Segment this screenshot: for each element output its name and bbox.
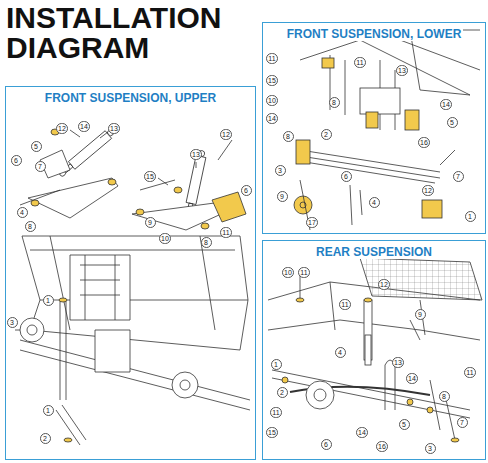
callout-number: 12 bbox=[220, 129, 232, 140]
callout-number: 15 bbox=[266, 427, 278, 438]
callout-number: 12 bbox=[378, 279, 390, 290]
callout-number: 11 bbox=[220, 227, 231, 238]
callout-number: 9 bbox=[145, 217, 156, 228]
callout-number: 8 bbox=[329, 97, 340, 108]
callout-number: 5 bbox=[447, 117, 458, 128]
panel-heading: FRONT SUSPENSION, LOWER bbox=[285, 27, 464, 41]
callout-number: 8 bbox=[201, 237, 212, 248]
panel-heading: REAR SUSPENSION bbox=[314, 245, 434, 259]
callout-number: 5 bbox=[399, 419, 410, 430]
panel-heading-row: FRONT SUSPENSION, LOWER bbox=[263, 27, 485, 41]
panel-heading-row: REAR SUSPENSION bbox=[263, 245, 485, 259]
callout-number: 16 bbox=[418, 137, 430, 148]
callout-number: 2 bbox=[40, 433, 51, 444]
callout-number: 1 bbox=[43, 405, 54, 416]
callout-number: 1 bbox=[271, 359, 282, 370]
callout-number: 14 bbox=[440, 99, 452, 110]
callout-number: 13 bbox=[108, 123, 120, 134]
callout-number: 7 bbox=[457, 417, 468, 428]
callout-number: 3 bbox=[275, 165, 286, 176]
callout-number: 16 bbox=[376, 441, 388, 452]
panel-heading: FRONT SUSPENSION, UPPER bbox=[43, 91, 218, 105]
callout-number: 11 bbox=[354, 57, 365, 68]
callout-number: 6 bbox=[321, 439, 332, 450]
callout-number: 2 bbox=[277, 387, 288, 398]
callout-number: 6 bbox=[241, 185, 252, 196]
callout-number: 10 bbox=[266, 95, 278, 106]
callout-number: 11 bbox=[270, 407, 281, 418]
callout-number: 4 bbox=[335, 347, 346, 358]
callout-number: 8 bbox=[439, 391, 450, 402]
callout-number: 12 bbox=[422, 185, 434, 196]
callout-number: 7 bbox=[453, 171, 464, 182]
callout-number: 15 bbox=[266, 75, 278, 86]
diagram-title: INSTALLATION DIAGRAM bbox=[6, 3, 256, 63]
callout-number: 14 bbox=[406, 373, 418, 384]
callout-number: 4 bbox=[369, 197, 380, 208]
callout-number: 1 bbox=[43, 295, 54, 306]
suspension-panel: FRONT SUSPENSION, UPPER bbox=[5, 86, 256, 460]
callout-number: 13 bbox=[392, 357, 404, 368]
callout-number: 17 bbox=[306, 217, 318, 228]
callout-number: 3 bbox=[7, 317, 18, 328]
callout-number: 7 bbox=[35, 161, 46, 172]
callout-number: 11 bbox=[266, 53, 277, 64]
callout-number: 11 bbox=[339, 299, 350, 310]
callout-number: 6 bbox=[11, 155, 22, 166]
callout-number: 9 bbox=[277, 191, 288, 202]
callout-number: 2 bbox=[321, 129, 332, 140]
panel-heading-row: FRONT SUSPENSION, UPPER bbox=[6, 91, 255, 105]
callout-number: 11 bbox=[464, 367, 475, 378]
callout-number: 12 bbox=[56, 123, 68, 134]
callout-number: 13 bbox=[190, 149, 202, 160]
suspension-panel: REAR SUSPENSION bbox=[262, 240, 486, 460]
callout-number: 14 bbox=[78, 121, 90, 132]
callout-number: 10 bbox=[159, 233, 171, 244]
callout-number: 1 bbox=[465, 211, 476, 222]
callout-number: 8 bbox=[25, 221, 36, 232]
callout-number: 5 bbox=[31, 141, 42, 152]
callout-number: 6 bbox=[341, 171, 352, 182]
callout-number: 14 bbox=[356, 427, 368, 438]
callout-number: 4 bbox=[17, 207, 28, 218]
callout-number: 8 bbox=[283, 131, 294, 142]
callout-number: 10 bbox=[282, 267, 294, 278]
callout-number: 14 bbox=[266, 113, 278, 124]
callout-number: 13 bbox=[396, 65, 408, 76]
callout-number: 11 bbox=[298, 267, 309, 278]
callout-number: 9 bbox=[415, 309, 426, 320]
callout-number: 3 bbox=[425, 443, 436, 454]
callout-number: 15 bbox=[144, 171, 156, 182]
